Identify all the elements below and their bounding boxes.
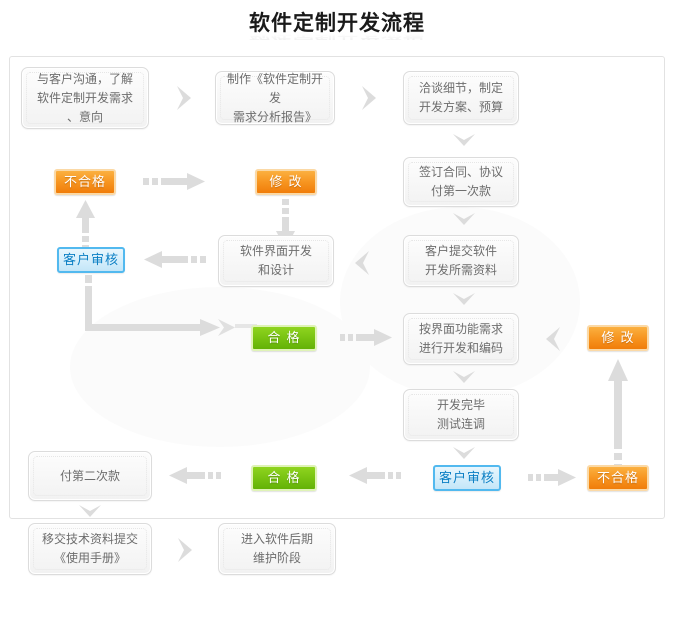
badge-review-ui[interactable]: 客户审核 (57, 247, 125, 273)
badge-fail-ui[interactable]: 不合格 (54, 169, 116, 195)
flowchart-canvas: 与客户沟通，了解 软件定制开发需求 、意向 制作《软件定制开发 需求分析报告》 … (9, 56, 665, 575)
page-title: 软件定制开发流程 (249, 11, 425, 35)
arrow-pass-to-coding (340, 327, 402, 349)
chevron-coding-to-modify (541, 325, 565, 353)
box-coding[interactable]: 按界面功能需求 进行开发和编码 (403, 313, 519, 365)
badge-label: 不合格 (63, 174, 106, 190)
box-requirement-doc[interactable]: 制作《软件定制开发 需求分析报告》 (215, 71, 335, 125)
box-label: 开发完毕 测试连调 (436, 398, 485, 431)
box-label: 与客户沟通，了解 软件定制开发需求 、意向 (36, 71, 133, 124)
badge-modify-dev[interactable]: 修 改 (587, 325, 649, 351)
box-contract[interactable]: 签订合同、协议 付第一次款 (403, 157, 519, 207)
chevron-handover-to-maintenance (174, 535, 198, 565)
badge-pass-ui[interactable]: 合 格 (251, 325, 317, 351)
badge-label: 不合格 (596, 470, 639, 486)
badge-label: 客户审核 (62, 252, 119, 268)
chevron-material-to-uidesign (350, 249, 374, 277)
arrow-uidesign-to-review (138, 249, 218, 271)
chevron-testing-to-review2 (450, 443, 478, 465)
title-area: 软件定制开发流程 软件定制开发流程 (0, 8, 674, 56)
box-label: 移交技术资料提交 《使用手册》 (41, 532, 138, 565)
chevron-coding-to-testing (450, 367, 478, 389)
arrow-review-to-fail (75, 198, 97, 254)
box-communicate[interactable]: 与客户沟通，了解 软件定制开发需求 、意向 (21, 67, 149, 129)
chevron-payment-to-handover (76, 501, 104, 523)
chevron-negotiate-to-contract (450, 130, 478, 152)
badge-label: 修 改 (601, 330, 635, 346)
box-label: 付第二次款 (59, 468, 120, 483)
chevron-contract-to-material (450, 209, 478, 231)
page-title-reflection: 软件定制开发流程 (249, 29, 425, 43)
box-label: 制作《软件定制开发 需求分析报告》 (226, 71, 323, 124)
box-testing[interactable]: 开发完毕 测试连调 (403, 389, 519, 441)
box-label: 洽谈细节，制定 开发方案、预算 (418, 81, 503, 114)
chevron-communicate-to-doc (173, 83, 197, 113)
badge-label: 合 格 (267, 470, 301, 486)
arrow-fail2-to-modify2 (607, 355, 631, 475)
box-label: 进入软件后期 维护阶段 (240, 532, 313, 565)
box-negotiate[interactable]: 洽谈细节，制定 开发方案、预算 (403, 71, 519, 125)
badge-label: 客户审核 (438, 470, 495, 486)
chevron-doc-to-negotiate (358, 83, 382, 113)
box-maintenance[interactable]: 进入软件后期 维护阶段 (218, 523, 336, 575)
arrow-review2-to-pass2 (345, 465, 417, 487)
badge-pass-dev[interactable]: 合 格 (251, 465, 317, 491)
box-second-payment[interactable]: 付第二次款 (28, 451, 152, 501)
badge-review-dev[interactable]: 客户审核 (433, 465, 501, 491)
box-label: 签订合同、协议 付第一次款 (418, 165, 503, 198)
box-label: 客户提交软件 开发所需资料 (424, 244, 497, 277)
badge-label: 合 格 (267, 330, 301, 346)
chevron-material-to-coding (450, 289, 478, 311)
box-handover-docs[interactable]: 移交技术资料提交 《使用手册》 (28, 523, 152, 575)
badge-label: 修 改 (269, 174, 303, 190)
arrow-pass2-to-payment (165, 465, 237, 487)
box-submit-material[interactable]: 客户提交软件 开发所需资料 (403, 235, 519, 287)
box-label: 软件界面开发 和设计 (239, 244, 312, 277)
arrow-review2-to-fail2 (528, 467, 588, 489)
badge-fail-dev[interactable]: 不合格 (587, 465, 649, 491)
badge-modify-ui[interactable]: 修 改 (255, 169, 317, 195)
watermark-blob (70, 287, 370, 447)
arrow-fail-to-modify (143, 171, 215, 193)
box-ui-design[interactable]: 软件界面开发 和设计 (218, 235, 334, 287)
box-label: 按界面功能需求 进行开发和编码 (418, 322, 503, 355)
